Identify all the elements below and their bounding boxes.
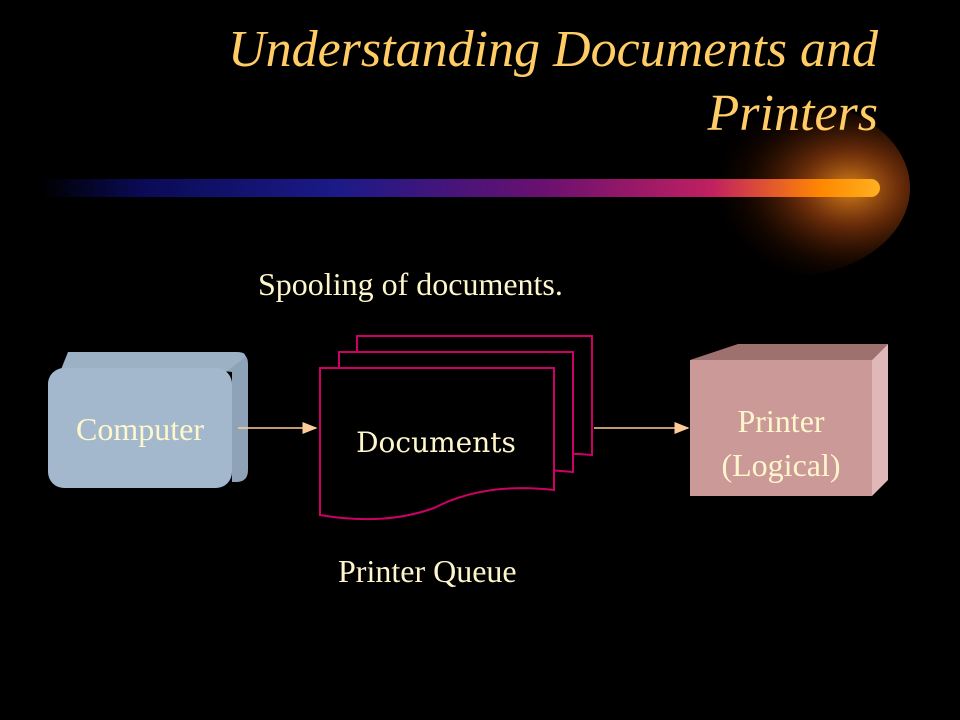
slide-subtitle: Spooling of documents. bbox=[258, 266, 563, 302]
documents-node: Documents bbox=[319, 335, 593, 521]
printer-node-label-line1: Printer bbox=[737, 403, 824, 439]
computer-node-top bbox=[60, 352, 245, 372]
swoosh-streak bbox=[40, 179, 880, 197]
printer-node: Printer (Logical) bbox=[690, 344, 888, 496]
decorative-swoosh bbox=[40, 100, 910, 276]
printer-node-label-line2: (Logical) bbox=[721, 447, 840, 483]
document-sheet-front bbox=[319, 367, 555, 521]
printer-node-side bbox=[872, 344, 888, 496]
documents-node-label: Documents bbox=[356, 426, 516, 459]
slide-title-line2: Printers bbox=[707, 85, 878, 142]
printer-queue-label: Printer Queue bbox=[338, 553, 517, 589]
computer-node: Computer bbox=[48, 352, 248, 488]
slide-title: Understanding Documents and Printers bbox=[58, 18, 878, 146]
slide-title-line1: Understanding Documents and bbox=[228, 21, 878, 78]
computer-node-face bbox=[48, 368, 232, 488]
computer-node-label: Computer bbox=[76, 411, 204, 447]
printer-node-face bbox=[690, 360, 872, 496]
printer-node-top bbox=[690, 344, 888, 360]
